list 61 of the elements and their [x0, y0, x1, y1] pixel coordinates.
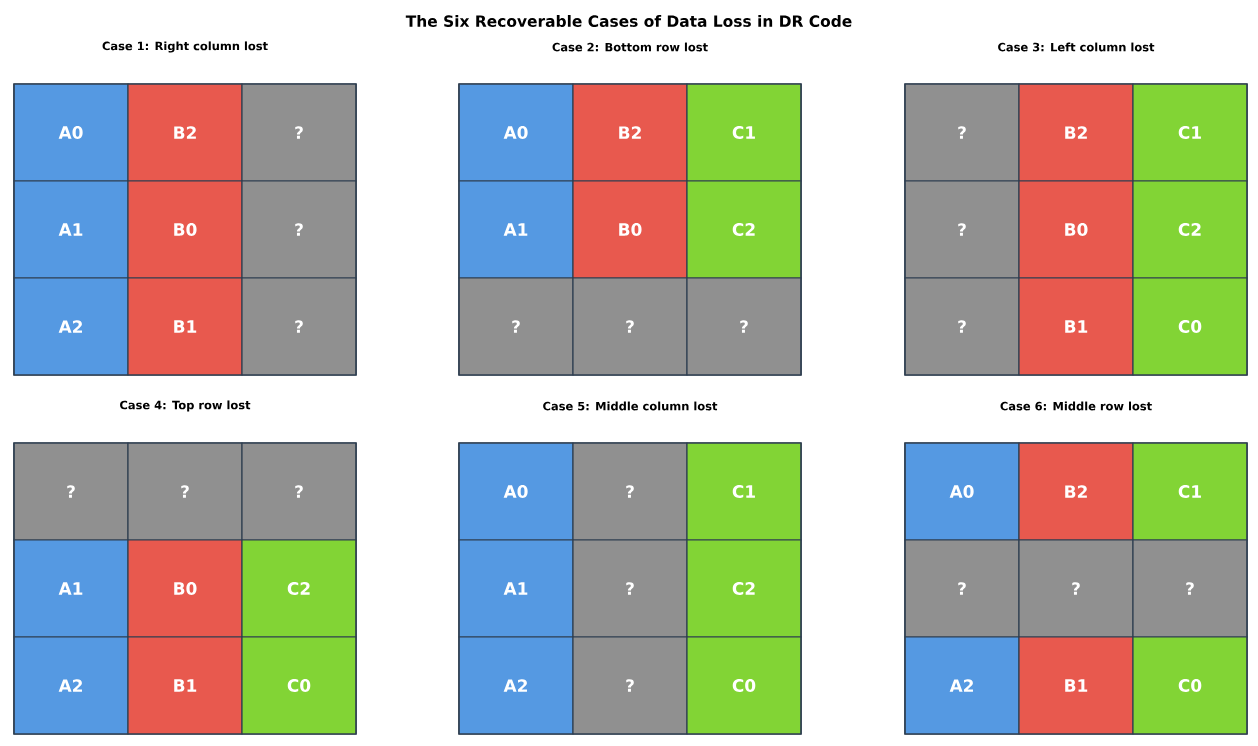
grid-title: Case 6: Middle row lost [1000, 401, 1152, 411]
grid-cell: ? [572, 442, 688, 541]
grid-cell: ? [13, 442, 129, 541]
grid-cell: B2 [127, 83, 243, 182]
grid-cell: C0 [1132, 636, 1248, 735]
grid-cell: A0 [904, 442, 1020, 541]
grid-cell: ? [1132, 539, 1248, 638]
grid-cell: B0 [572, 180, 688, 279]
grid-cell: C1 [686, 83, 802, 182]
grid-cell: ? [904, 180, 1020, 279]
grid-cell: C0 [241, 636, 357, 735]
grid-cell: C2 [686, 180, 802, 279]
grid-cell: C2 [241, 539, 357, 638]
grid-cell: ? [686, 277, 802, 376]
grid-cell: C0 [1132, 277, 1248, 376]
grid-cell: A0 [13, 83, 129, 182]
grid-cell: C2 [1132, 180, 1248, 279]
grid-title: Case 3: Left column lost [998, 42, 1155, 52]
grid-cell: C2 [686, 539, 802, 638]
grid-cell: ? [241, 83, 357, 182]
grid-cell: ? [458, 277, 574, 376]
grid-cell: ? [904, 539, 1020, 638]
grid-cell: B1 [127, 636, 243, 735]
grid-cell: B1 [127, 277, 243, 376]
grid-cell: C1 [1132, 83, 1248, 182]
grid-cell: A2 [904, 636, 1020, 735]
grid-cell: B2 [1018, 83, 1134, 182]
grid-cell: B0 [127, 539, 243, 638]
grid-cell: ? [241, 277, 357, 376]
grid-title: Case 4: Top row lost [120, 400, 251, 412]
grid-cell: ? [241, 180, 357, 279]
grid-cell: A0 [458, 442, 574, 541]
grid-cell: ? [127, 442, 243, 541]
title: The Six Recoverable Cases of Data Loss in DR Code [405, 15, 852, 27]
grid-cell: C1 [686, 442, 802, 541]
grid-title: Case 5: Middle column lost [543, 401, 718, 411]
grid-cell: B2 [572, 83, 688, 182]
grid-cell: B2 [1018, 442, 1134, 541]
grid-cell: ? [904, 83, 1020, 182]
grid-cell: C0 [686, 636, 802, 735]
grid-cell: A2 [458, 636, 574, 735]
grid-cell: A1 [458, 180, 574, 279]
grid-cell: A1 [13, 539, 129, 638]
grid-cell: A2 [13, 277, 129, 376]
grid-cell: A1 [458, 539, 574, 638]
grid-title: Case 1: Right column lost [102, 41, 268, 53]
grid-cell: B0 [1018, 180, 1134, 279]
grid-cell: ? [572, 636, 688, 735]
grid-cell: B1 [1018, 277, 1134, 376]
grid-cell: B0 [127, 180, 243, 279]
grid-cell: ? [572, 539, 688, 638]
grid-cell: A0 [458, 83, 574, 182]
grid-cell: C1 [1132, 442, 1248, 541]
grid-cell: ? [241, 442, 357, 541]
grid-cell: B1 [1018, 636, 1134, 735]
grid-cell: A2 [13, 636, 129, 735]
grid-cell: ? [904, 277, 1020, 376]
grid-cell: ? [572, 277, 688, 376]
grid-cell: ? [1018, 539, 1134, 638]
grid-cell: A1 [13, 180, 129, 279]
grid-title: Case 2: Bottom row lost [552, 42, 708, 52]
